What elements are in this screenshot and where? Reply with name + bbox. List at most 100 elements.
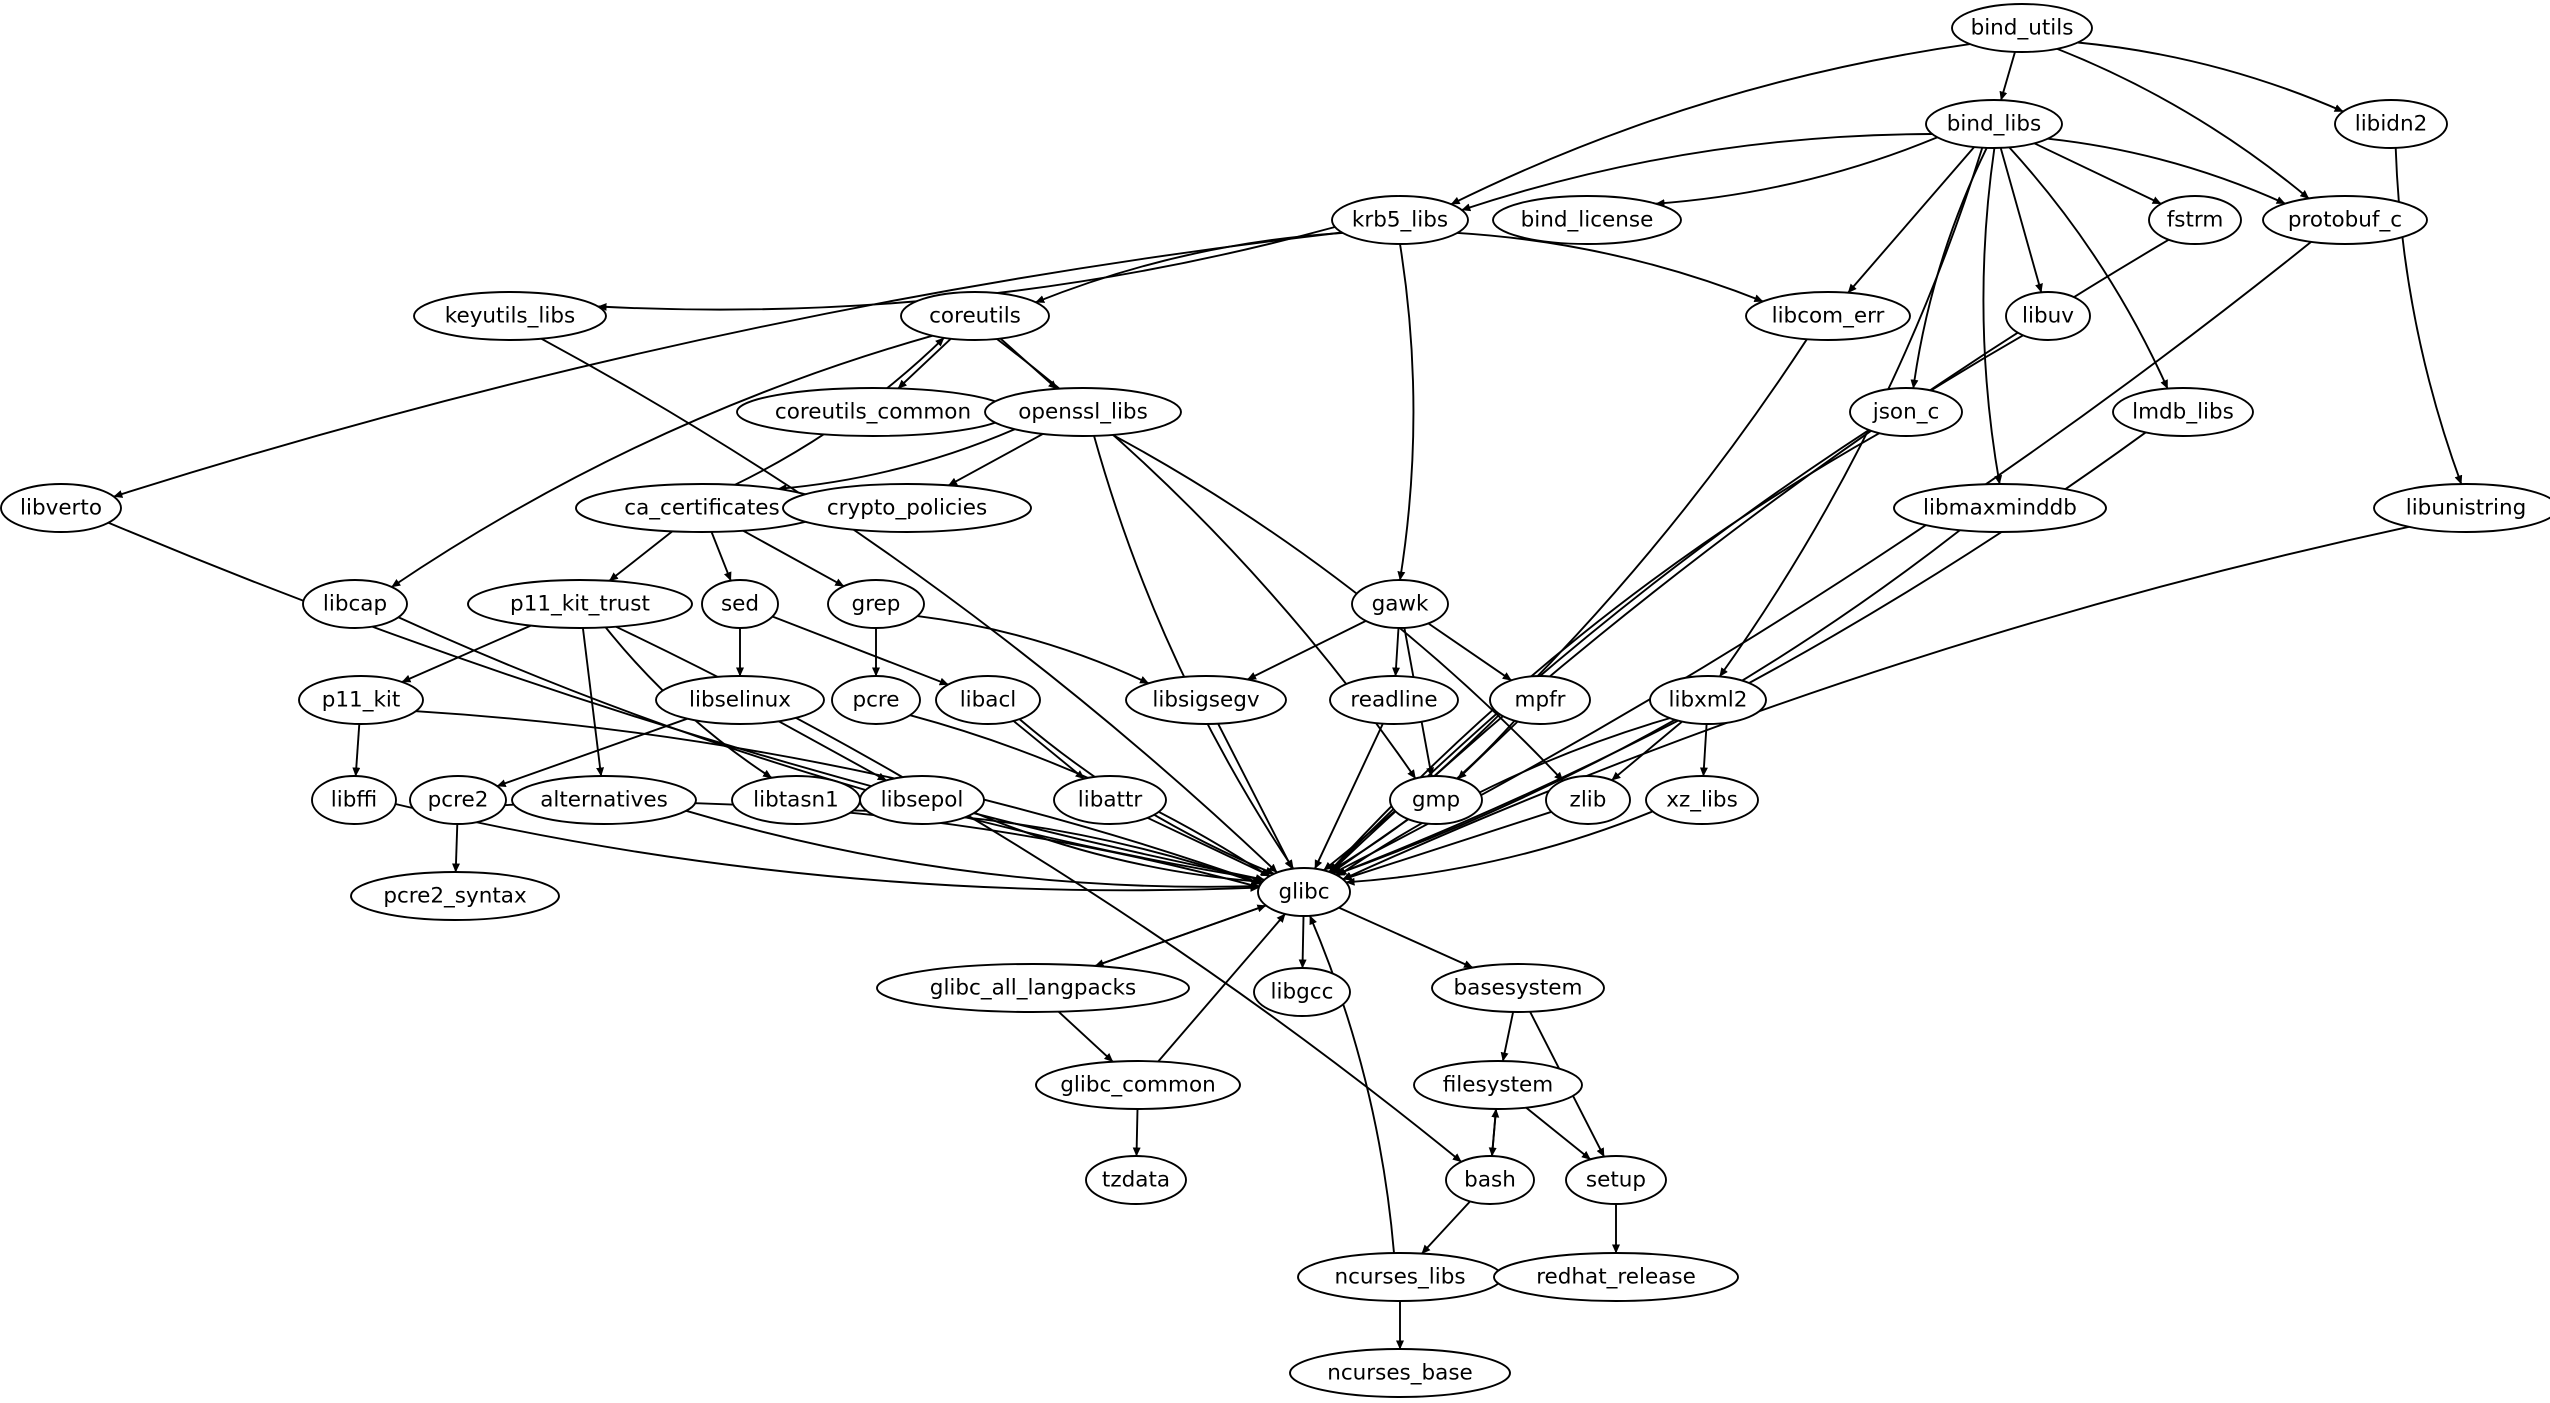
edge-line-libidn2-to-libunistring	[2394, 147, 2463, 485]
node-keyutils_libs[interactable]: keyutils_libs	[413, 291, 607, 341]
node-sed[interactable]: sed	[701, 579, 779, 629]
edge-bind_utils-to-bind_libs	[1999, 51, 2016, 101]
node-bind_utils[interactable]: bind_utils	[1951, 3, 2093, 53]
node-label-coreutils: coreutils	[929, 304, 1021, 329]
node-mpfr[interactable]: mpfr	[1489, 675, 1591, 725]
node-label-filesystem: filesystem	[1443, 1073, 1553, 1098]
node-label-libidn2: libidn2	[2355, 112, 2428, 137]
edge-line-libmaxminddb-to-glibc	[1335, 529, 1961, 876]
node-json_c[interactable]: json_c	[1849, 387, 1963, 437]
node-label-p11_kit_trust: p11_kit_trust	[510, 592, 650, 617]
node-libxml2[interactable]: libxml2	[1649, 675, 1767, 725]
node-libcap[interactable]: libcap	[302, 579, 408, 629]
node-shape-basesystem	[1431, 963, 1605, 1013]
node-shape-pcre	[831, 675, 921, 725]
edge-line-libxml2-to-xz_libs	[1699, 723, 1708, 777]
edge-grep-to-libsigsegv	[917, 615, 1150, 685]
node-filesystem[interactable]: filesystem	[1413, 1060, 1583, 1110]
node-shape-tzdata	[1085, 1155, 1187, 1205]
node-libuv[interactable]: libuv	[2005, 291, 2091, 341]
node-protobuf_c[interactable]: protobuf_c	[2262, 195, 2428, 245]
edge-line-glibc_all_langpacks-to-glibc_common	[1057, 1011, 1114, 1063]
node-ca_certificates[interactable]: ca_certificates	[575, 483, 829, 533]
node-shape-libgcc	[1253, 967, 1351, 1017]
node-bind_libs[interactable]: bind_libs	[1925, 99, 2063, 149]
node-pcre2_syntax[interactable]: pcre2_syntax	[350, 871, 560, 921]
node-label-gawk: gawk	[1372, 592, 1429, 617]
node-libunistring[interactable]: libunistring	[2373, 483, 2550, 533]
node-crypto_policies[interactable]: crypto_policies	[782, 483, 1032, 533]
edge-bind_libs-to-protobuf_c	[2047, 137, 2286, 205]
node-label-libxml2: libxml2	[1669, 688, 1748, 713]
node-basesystem[interactable]: basesystem	[1431, 963, 1605, 1013]
edge-openssl_libs-to-zlib	[1112, 434, 1564, 782]
edge-line-xz_libs-to-glibc	[1345, 810, 1654, 886]
node-coreutils[interactable]: coreutils	[900, 291, 1050, 341]
node-pcre2[interactable]: pcre2	[409, 775, 507, 825]
node-shape-mpfr	[1489, 675, 1591, 725]
node-label-libunistring: libunistring	[2406, 496, 2527, 521]
node-glibc_common[interactable]: glibc_common	[1035, 1060, 1241, 1110]
node-libverto[interactable]: libverto	[0, 483, 122, 533]
node-openssl_libs[interactable]: openssl_libs	[984, 387, 1182, 437]
node-lmdb_libs[interactable]: lmdb_libs	[2112, 387, 2254, 437]
edge-gawk-to-readline	[1392, 627, 1401, 677]
node-shape-bind_libs	[1925, 99, 2063, 149]
node-shape-fstrm	[2148, 195, 2242, 245]
node-libidn2[interactable]: libidn2	[2334, 99, 2448, 149]
node-ncurses_base[interactable]: ncurses_base	[1289, 1348, 1511, 1398]
node-shape-bind_license	[1492, 195, 1682, 245]
node-xz_libs[interactable]: xz_libs	[1645, 775, 1759, 825]
edge-bash-to-filesystem	[1491, 1108, 1500, 1157]
node-gmp[interactable]: gmp	[1389, 775, 1483, 825]
edge-line-openssl_libs-to-ca_certificates	[777, 428, 1016, 493]
node-libacl[interactable]: libacl	[935, 675, 1041, 725]
node-setup[interactable]: setup	[1565, 1155, 1667, 1205]
node-zlib[interactable]: zlib	[1545, 775, 1631, 825]
edge-line-p11_kit_trust-to-p11_kit	[401, 624, 532, 683]
node-libmaxminddb[interactable]: libmaxminddb	[1893, 483, 2107, 533]
node-tzdata[interactable]: tzdata	[1085, 1155, 1187, 1205]
edge-bind_libs-to-bind_license	[1655, 136, 1938, 208]
node-glibc_all_langpacks[interactable]: glibc_all_langpacks	[876, 963, 1190, 1013]
node-grep[interactable]: grep	[827, 579, 925, 629]
node-alternatives[interactable]: alternatives	[511, 775, 697, 825]
edge-line-krb5_libs-to-gawk	[1397, 243, 1415, 581]
node-glibc[interactable]: glibc	[1257, 867, 1351, 917]
node-krb5_libs[interactable]: krb5_libs	[1331, 195, 1469, 245]
edge-line-bind_libs-to-libcom_err	[1847, 146, 1975, 294]
node-redhat_release[interactable]: redhat_release	[1493, 1252, 1739, 1302]
node-fstrm[interactable]: fstrm	[2148, 195, 2242, 245]
node-shape-protobuf_c	[2262, 195, 2428, 245]
node-libsepol[interactable]: libsepol	[859, 775, 985, 825]
edge-libsepol-to-glibc	[974, 811, 1263, 886]
node-gawk[interactable]: gawk	[1351, 579, 1449, 629]
edge-line-bind_libs-to-protobuf_c	[2047, 137, 2286, 205]
edge-bash-to-ncurses_libs	[1421, 1200, 1471, 1255]
node-libtasn1[interactable]: libtasn1	[731, 775, 861, 825]
node-libcom_err[interactable]: libcom_err	[1745, 291, 1911, 341]
node-bind_license[interactable]: bind_license	[1492, 195, 1682, 245]
edge-line-glibc-to-basesystem	[1338, 906, 1474, 969]
edge-line-glibc-to-libgcc	[1298, 915, 1307, 969]
edge-glibc_common-to-tzdata	[1132, 1108, 1141, 1157]
edge-line-readline-to-glibc	[1314, 723, 1384, 870]
node-p11_kit_trust[interactable]: p11_kit_trust	[467, 579, 693, 629]
node-coreutils_common[interactable]: coreutils_common	[736, 387, 1010, 437]
node-pcre[interactable]: pcre	[831, 675, 921, 725]
edge-pcre2-to-pcre2_syntax	[451, 823, 460, 873]
node-ncurses_libs[interactable]: ncurses_libs	[1297, 1252, 1503, 1302]
node-libselinux[interactable]: libselinux	[655, 675, 825, 725]
node-label-pcre2_syntax: pcre2_syntax	[383, 884, 527, 909]
edge-line-bash-to-filesystem	[1491, 1108, 1500, 1157]
edge-line-bind_utils-to-krb5_libs	[1450, 43, 1971, 206]
node-p11_kit[interactable]: p11_kit	[298, 675, 424, 725]
node-libffi[interactable]: libffi	[311, 775, 397, 825]
edge-line-ca_certificates-to-grep	[742, 529, 845, 588]
node-shape-p11_kit	[298, 675, 424, 725]
node-bash[interactable]: bash	[1445, 1155, 1535, 1205]
node-libsigsegv[interactable]: libsigsegv	[1125, 675, 1287, 725]
node-libattr[interactable]: libattr	[1053, 775, 1167, 825]
node-readline[interactable]: readline	[1329, 675, 1459, 725]
node-libgcc[interactable]: libgcc	[1253, 967, 1351, 1017]
